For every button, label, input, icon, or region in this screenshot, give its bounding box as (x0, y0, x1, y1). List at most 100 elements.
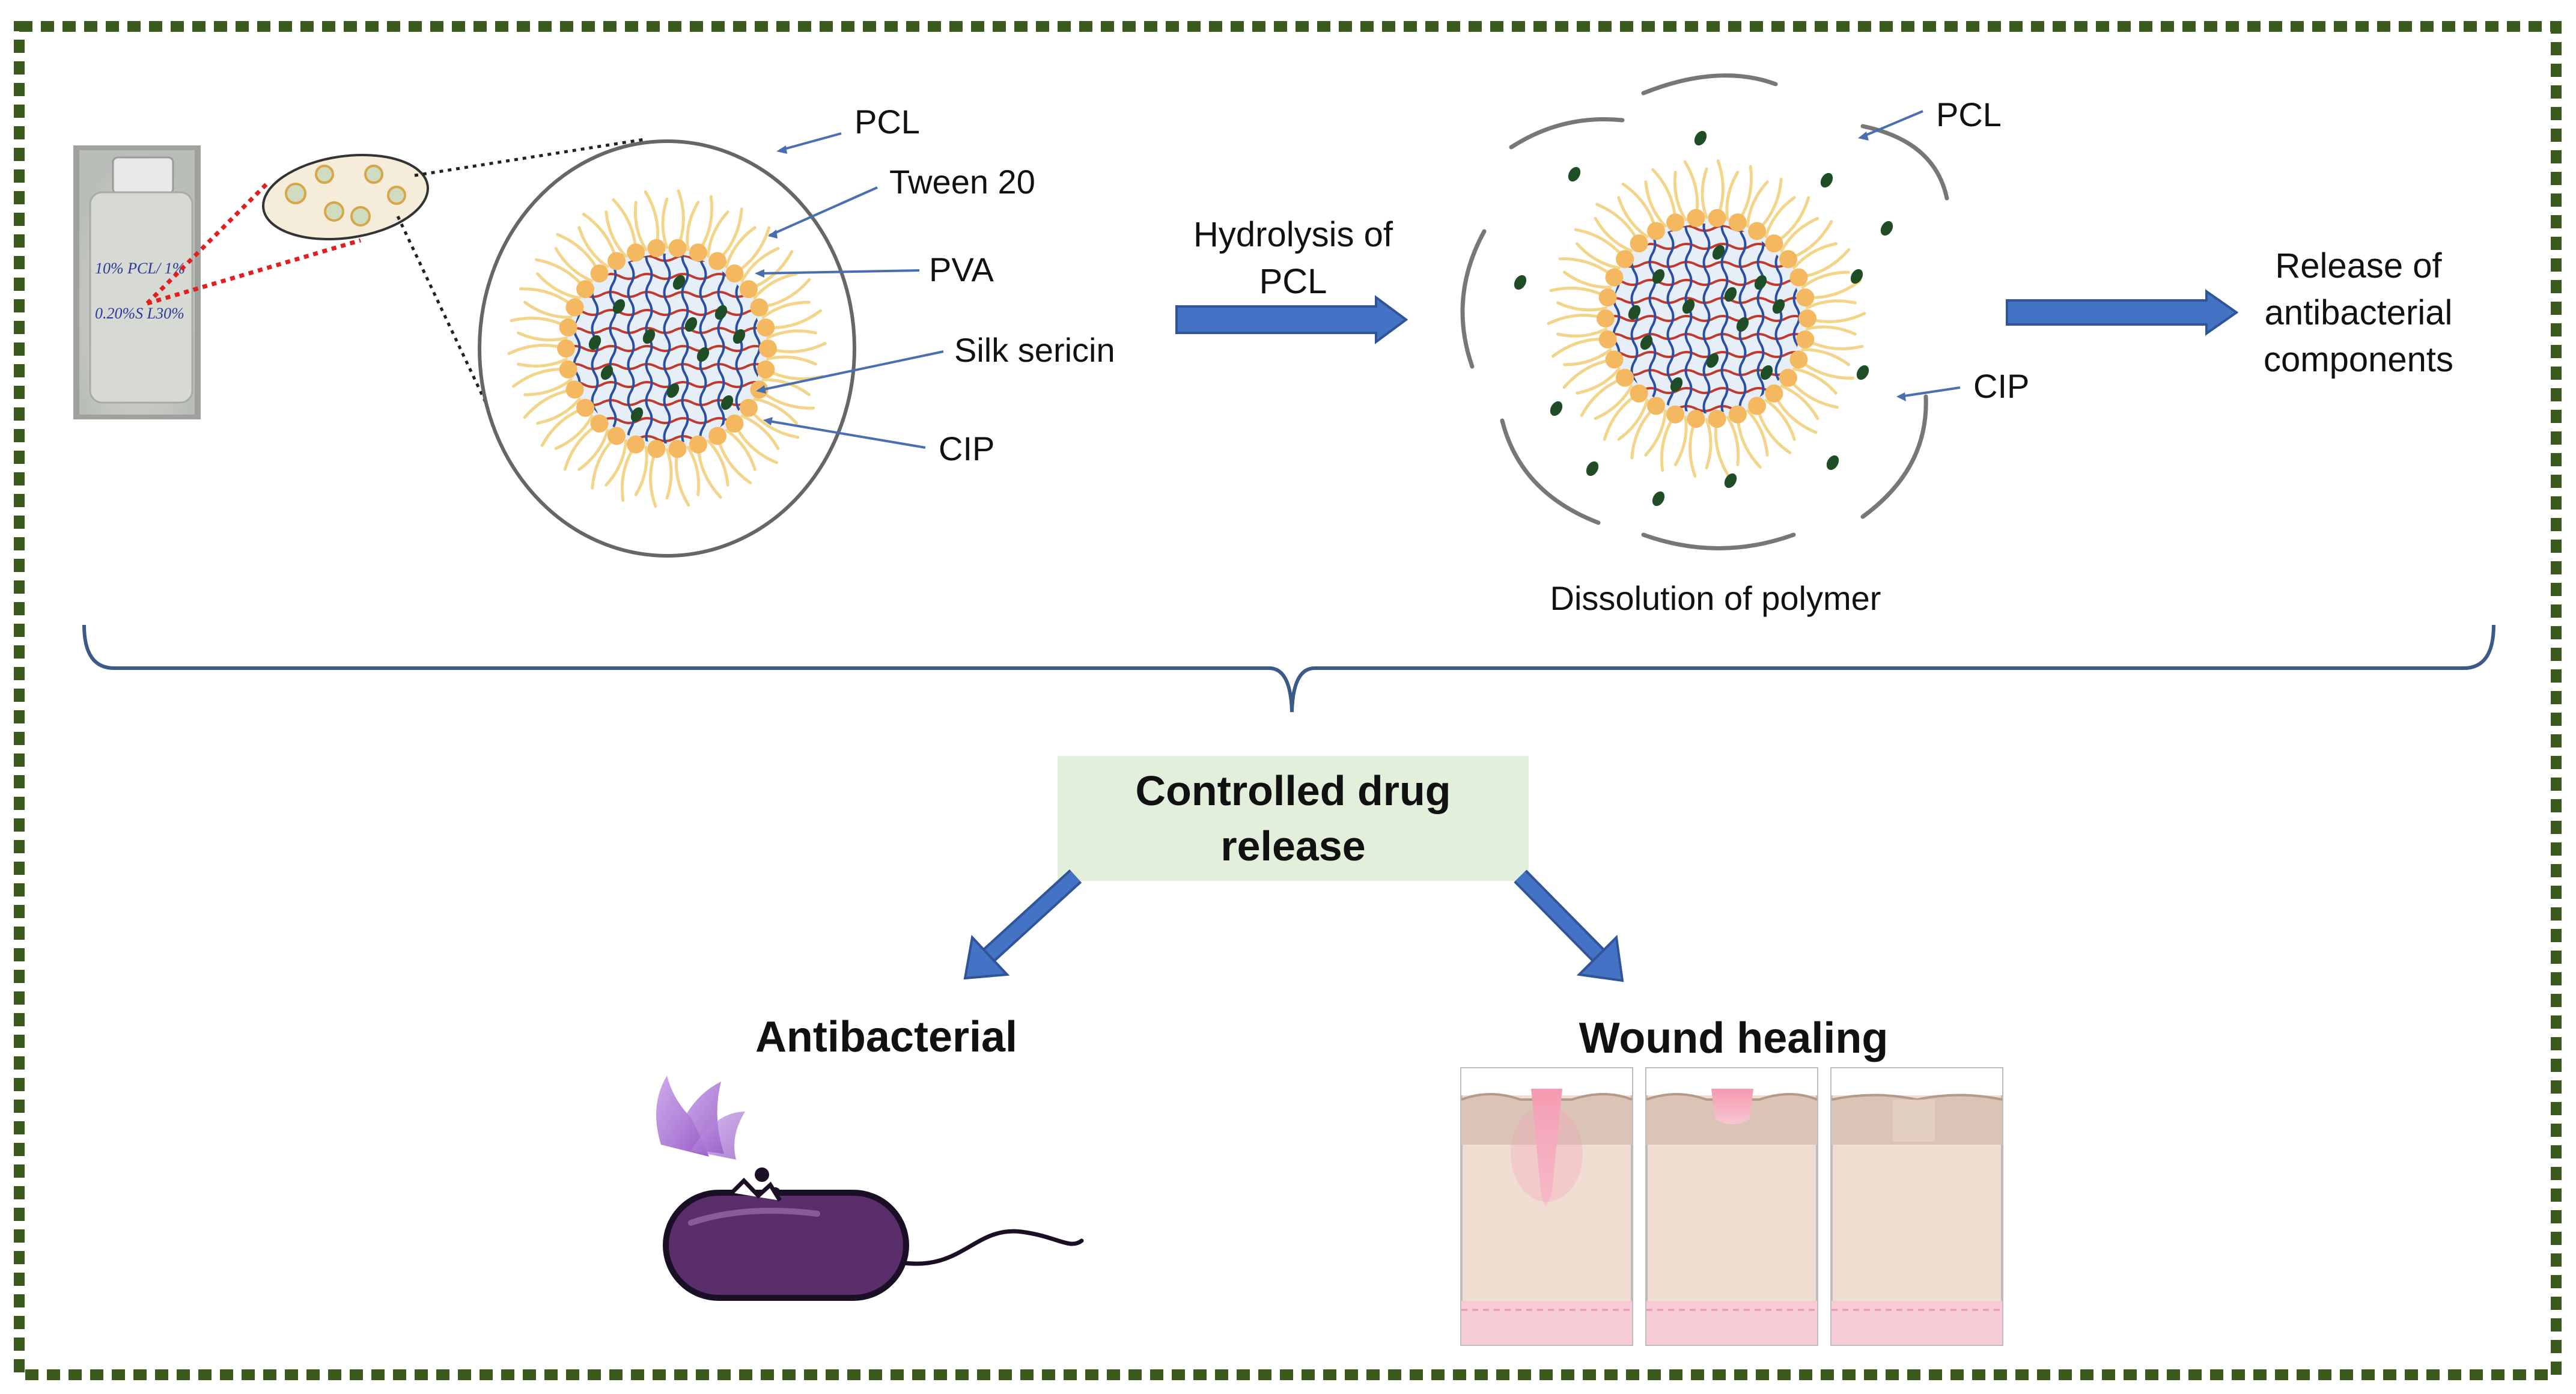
tween-tail (725, 428, 757, 471)
tween-tail (766, 355, 817, 366)
cip-particle (1706, 353, 1719, 368)
label-antibacterial: Antibacterial (755, 1013, 1017, 1061)
tween-tail (1556, 327, 1608, 338)
cip-particle (1628, 305, 1641, 320)
tween-head (559, 360, 577, 379)
pva-chain (1666, 224, 1675, 413)
tween-tail (766, 329, 817, 339)
tween-head (757, 318, 775, 337)
tween-tail (1617, 398, 1649, 441)
label-pcl-2: PCL (1936, 96, 2002, 133)
cip-particle (720, 395, 734, 410)
tween-tail (1726, 415, 1740, 466)
pva-chain (627, 254, 635, 443)
tween-head (750, 298, 769, 317)
cip-particle (1724, 473, 1737, 489)
np2-core (1607, 219, 1806, 418)
label-release-line1: Release of (2275, 246, 2442, 285)
tween-tail (740, 247, 780, 283)
tween-head (1779, 368, 1797, 387)
skin-panel-healing (1645, 1067, 1818, 1346)
pva-chain (1684, 224, 1693, 413)
tween-tail (706, 210, 729, 258)
outer-frame (14, 21, 2562, 1380)
cip-particle (696, 347, 710, 362)
tween-head (1630, 234, 1648, 253)
tween-tail (577, 428, 609, 471)
tween-tail (1725, 171, 1740, 222)
cip-particle (1712, 245, 1725, 260)
cip-particle (1772, 299, 1785, 314)
tween-tail (1644, 409, 1667, 457)
skin-panel-wound (1460, 1067, 1633, 1346)
arrow-to-wound-healing (1514, 869, 1624, 982)
tween-head (590, 264, 609, 283)
tween-head (1796, 330, 1815, 348)
tween-head (1765, 384, 1783, 403)
label-tween: Tween 20 (889, 163, 1035, 201)
tween-head (1779, 250, 1797, 269)
label-cip-1: CIP (939, 430, 994, 467)
nanoparticle-intact (478, 139, 856, 558)
tween-head (759, 339, 777, 358)
tween-head (1748, 397, 1766, 415)
sericin-chain (1612, 333, 1801, 340)
cip-particle (642, 329, 656, 344)
np2-tween-heads (1597, 208, 1816, 428)
cip-particle (1856, 365, 1869, 380)
cip-particle (666, 383, 680, 398)
tween-head (607, 427, 626, 445)
tween-head (627, 435, 645, 454)
tween-tail (1801, 270, 1851, 289)
tween-tail (665, 448, 673, 500)
tween-tail (1576, 367, 1621, 395)
tween-tail (752, 397, 798, 425)
tween-head (607, 252, 626, 270)
tween-tail (633, 201, 648, 252)
callout-cip-1 (766, 419, 926, 449)
tween-tail (1617, 196, 1649, 239)
skin-panel-healed (1830, 1067, 2003, 1346)
bacterium-icon (656, 1076, 1084, 1301)
label-wound-healing: Wound healing (1579, 1014, 1889, 1062)
cip-particle (600, 365, 614, 380)
tween-head (1647, 222, 1665, 240)
label-hydrolysis-line1: Hydrolysis of (1193, 215, 1393, 254)
tween-tail (686, 201, 700, 252)
label-dissolution: Dissolution of polymer (1550, 579, 1881, 617)
tween-head (708, 252, 726, 270)
label-release-line3: components (2264, 340, 2453, 379)
tween-tail (1562, 348, 1612, 367)
cip-particle (1880, 221, 1893, 236)
tween-head (725, 264, 744, 283)
tween-head (1796, 288, 1815, 307)
sericin-chain (572, 327, 762, 334)
tween-head (590, 414, 609, 433)
tween-tail (1801, 348, 1851, 367)
tween-head (1616, 250, 1634, 269)
zoom-line-top (414, 138, 645, 177)
vial-label-line1: 10% PCL/ 1% (95, 260, 185, 277)
callout-cip-2 (1899, 386, 1961, 398)
tween-tail (1746, 409, 1769, 457)
tween-head (1605, 350, 1624, 369)
cip-particle (1850, 269, 1863, 284)
tween-head (1666, 213, 1685, 232)
label-pcl-1: PCL (854, 103, 920, 141)
tween-tail (517, 331, 568, 342)
vial-photo: 10% PCL/ 1% 0.20%S L30% (73, 145, 201, 419)
cip-particle (1586, 461, 1599, 476)
zoom-oval (262, 153, 429, 241)
sericin-chain (572, 363, 762, 370)
zoom-line-bottom (396, 215, 502, 434)
cip-particle (588, 335, 601, 350)
tween-tail (1594, 217, 1633, 253)
tween-tail (1764, 196, 1796, 239)
tween-head (1748, 222, 1766, 240)
pva-chain (1702, 224, 1711, 413)
tween-tail (523, 300, 573, 319)
cip-particle (1826, 455, 1839, 470)
tween-head (1789, 268, 1808, 287)
sericin-chain (1612, 279, 1801, 286)
